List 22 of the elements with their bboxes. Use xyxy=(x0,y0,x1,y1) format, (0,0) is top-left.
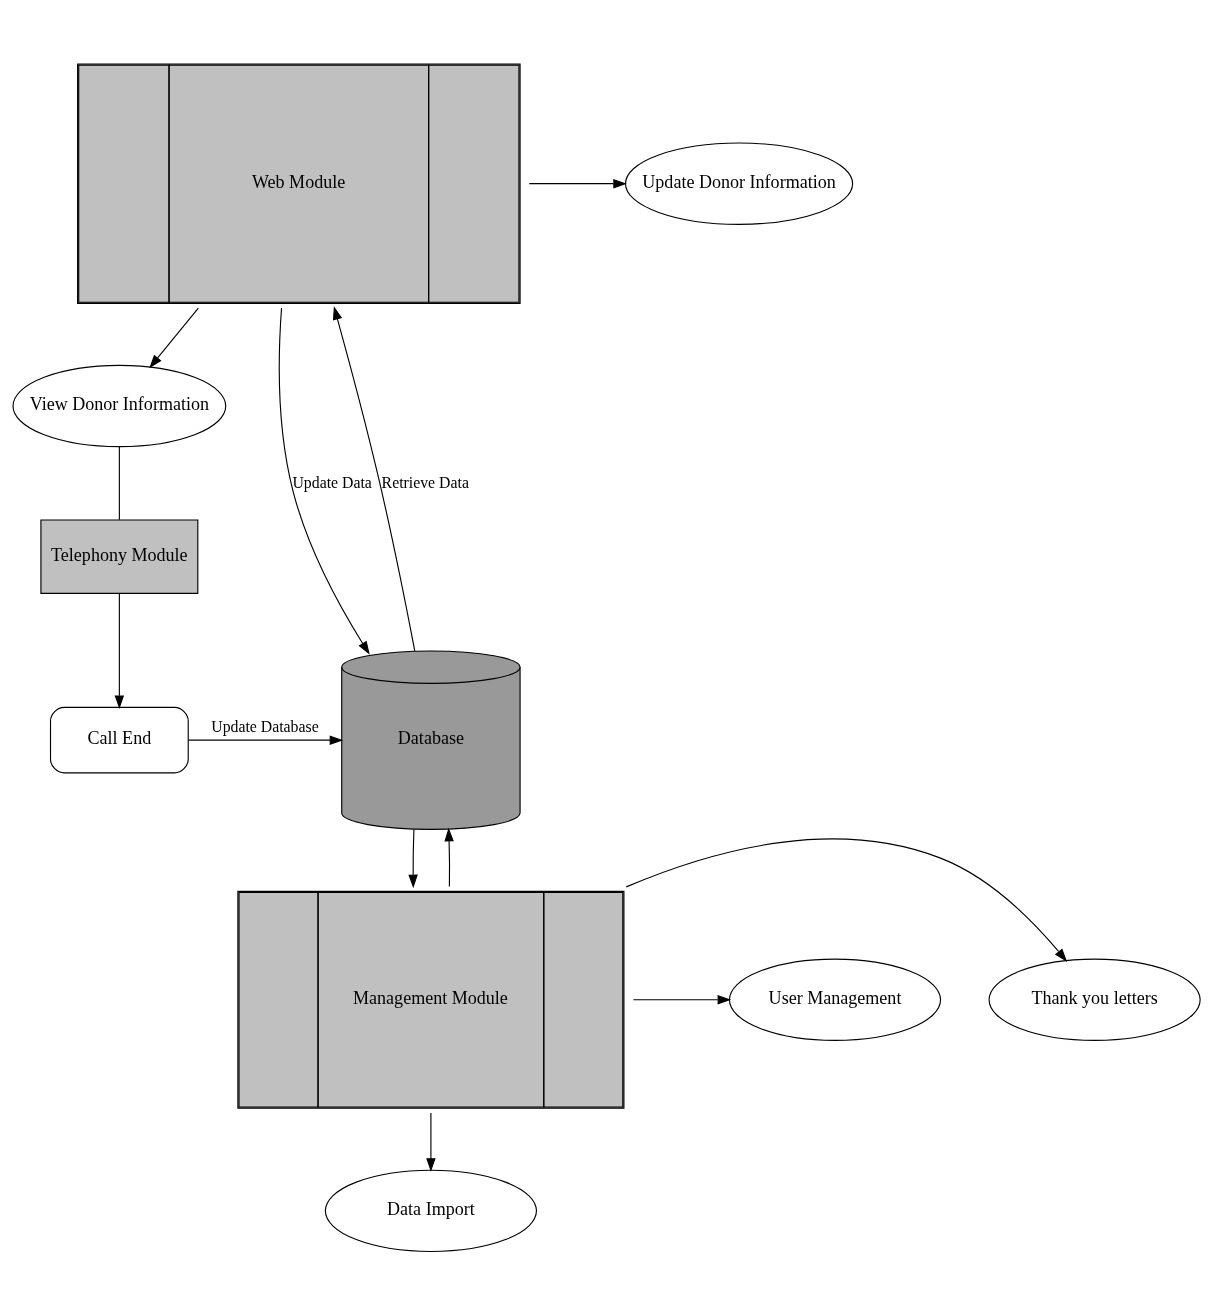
node-ellipse: Thank you letters xyxy=(988,958,1201,1041)
node-ellipse: Update Donor Information xyxy=(624,141,854,225)
arrow xyxy=(332,305,416,652)
arrow xyxy=(114,592,125,709)
connector xyxy=(118,445,120,520)
node-box: Call End xyxy=(49,706,189,773)
edge-label: Update Data xyxy=(292,473,372,491)
edge-label: Retrieve Data xyxy=(381,473,469,491)
arrow xyxy=(408,828,418,888)
node-ellipse: Data Import xyxy=(324,1169,537,1252)
arrow xyxy=(426,1111,436,1172)
arrow xyxy=(149,307,199,368)
arrow xyxy=(444,827,454,887)
arrow xyxy=(528,178,627,188)
arrow xyxy=(187,734,344,745)
arrow xyxy=(625,837,1068,962)
node-box: Telephony Module xyxy=(40,519,199,594)
arrow xyxy=(632,994,732,1004)
edge-label: Update Database xyxy=(211,717,319,735)
arrow xyxy=(278,306,370,655)
node-ellipse: View Donor Information xyxy=(12,364,227,447)
node-ellipse: User Management xyxy=(728,958,942,1041)
